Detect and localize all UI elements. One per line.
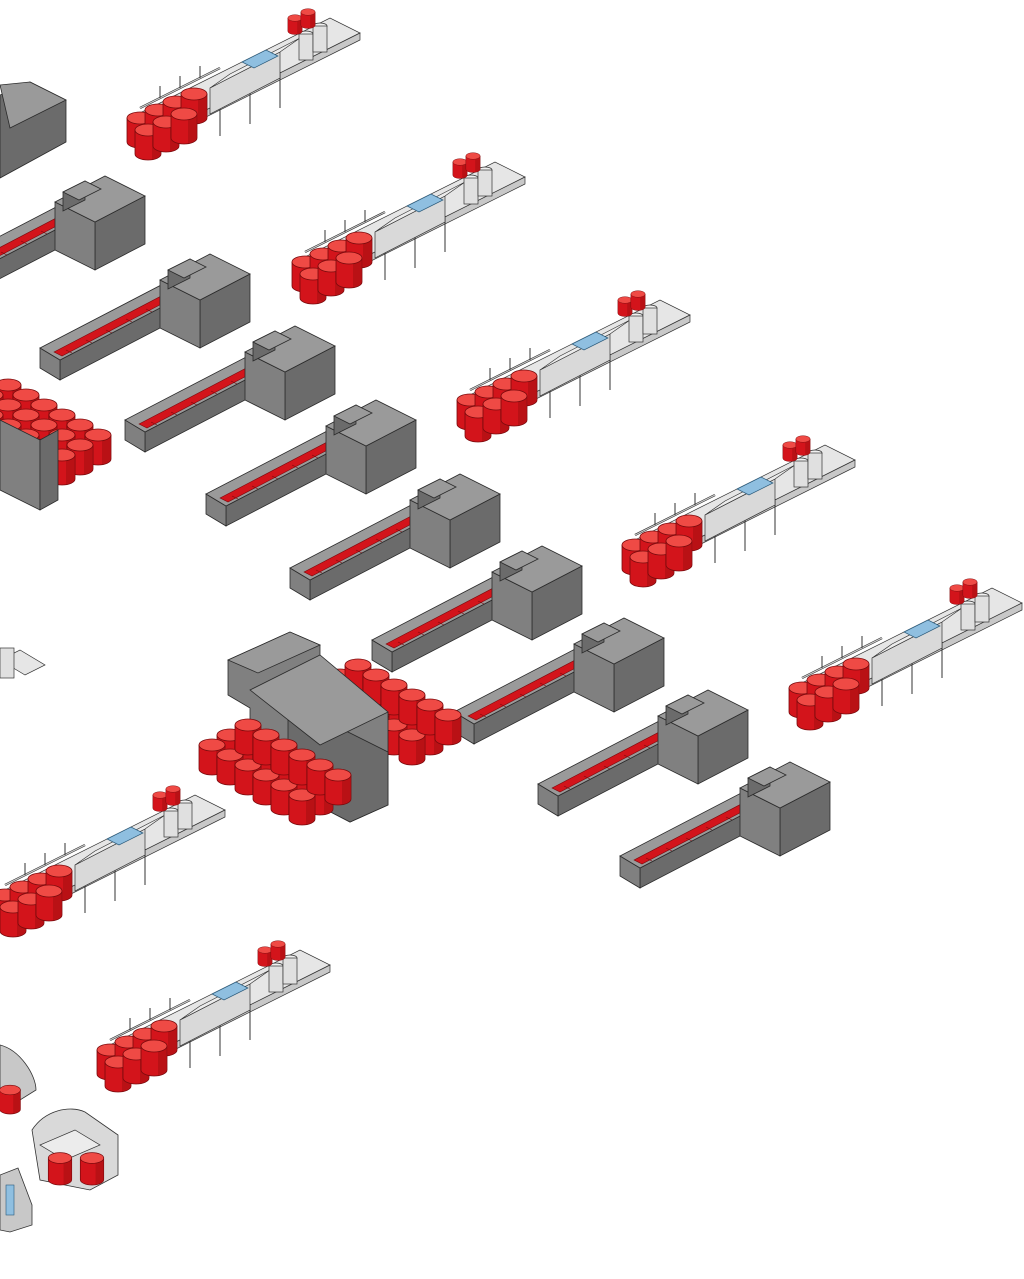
partial-unit-left xyxy=(0,647,46,679)
conveyor-machine-1 xyxy=(0,175,146,303)
round-booth-1 xyxy=(0,1044,37,1115)
partial-booth-bottom xyxy=(0,1167,33,1233)
conveyor-machine-9 xyxy=(619,761,831,889)
conveyor-machine-4 xyxy=(205,399,417,527)
coating-line-unit-5 xyxy=(789,579,1022,730)
coating-line-unit-1 xyxy=(127,9,360,160)
central-gantry-block xyxy=(199,631,461,825)
coating-line-unit-3 xyxy=(457,291,690,442)
coating-line-unit-6 xyxy=(0,786,225,937)
coating-line-unit-7 xyxy=(97,941,330,1092)
machine-partial-top-left xyxy=(0,81,67,179)
coating-line-unit-4 xyxy=(622,436,855,587)
conveyor-machine-6 xyxy=(371,545,583,673)
conveyor-machine-2 xyxy=(39,253,251,381)
conveyor-machine-5 xyxy=(289,473,501,601)
coating-line-unit-2 xyxy=(292,153,525,304)
conveyor-machine-3 xyxy=(124,325,336,453)
conveyor-machine-7 xyxy=(453,617,665,745)
round-booth-2 xyxy=(31,1108,119,1191)
conveyor-machine-8 xyxy=(537,689,749,817)
drum-cluster-left xyxy=(0,379,111,511)
